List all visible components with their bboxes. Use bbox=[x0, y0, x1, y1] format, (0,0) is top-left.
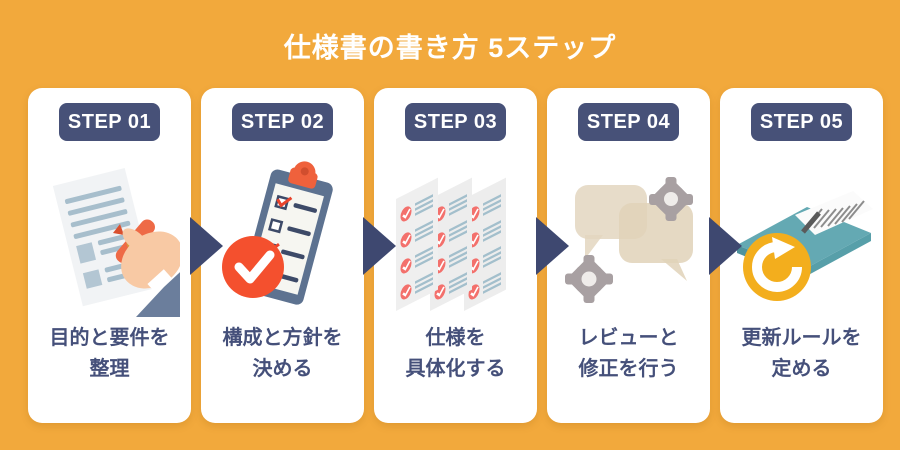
step-label-03: 仕様を 具体化する bbox=[405, 327, 506, 380]
step-badge-01: STEP 01 bbox=[59, 103, 160, 141]
step-label-05: 更新ルールを 定める bbox=[741, 327, 862, 380]
step-card-02: STEP 02 bbox=[201, 88, 364, 423]
step-badge-04: STEP 04 bbox=[578, 103, 679, 141]
step-badge-05: STEP 05 bbox=[751, 103, 852, 141]
clipboard-check-icon bbox=[208, 141, 358, 323]
step-card-04: STEP 04 bbox=[547, 88, 710, 423]
step-badge-03: STEP 03 bbox=[405, 103, 506, 141]
step-card-03: STEP 03 bbox=[374, 88, 537, 423]
step-label-01: 目的と要件を 整理 bbox=[49, 327, 170, 380]
pen-document-icon bbox=[35, 141, 185, 323]
spec-sheets-icon bbox=[381, 141, 531, 323]
step-label-04: レビューと 修正を行う bbox=[578, 327, 679, 380]
review-chat-gears-icon bbox=[554, 141, 704, 323]
page-title: 仕様書の書き方 5ステップ bbox=[283, 33, 617, 63]
step-card-05: STEP 05 bbox=[720, 88, 883, 423]
book-refresh-icon bbox=[727, 141, 877, 323]
step-label-02: 構成と方針を 決める bbox=[222, 327, 343, 380]
step-card-01: STEP 01 bbox=[28, 88, 191, 423]
step-badge-02: STEP 02 bbox=[232, 103, 333, 141]
